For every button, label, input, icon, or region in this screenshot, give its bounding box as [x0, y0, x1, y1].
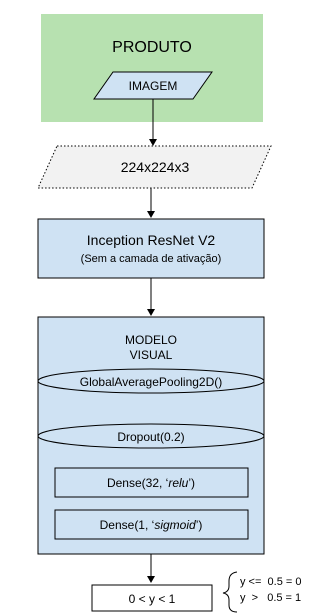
backbone-title: Inception ResNet V2	[87, 232, 216, 248]
backbone-subtitle: (Sem a camada de ativação)	[81, 253, 222, 265]
output-label: 0 < y < 1	[129, 592, 176, 606]
pooling-layer-label: GlobalAveragePooling2D()	[80, 375, 223, 389]
threshold-brace	[222, 571, 238, 613]
dense-1-layer-box	[54, 509, 249, 540]
dropout-layer-ellipse	[37, 423, 265, 449]
output-box	[91, 584, 213, 612]
visual-model-title-line2: VISUAL	[130, 348, 173, 362]
dense-1-layer-label: Dense(1, ‘sigmoid’)	[100, 518, 203, 532]
threshold-rule-low: y <= 0.5 = 0	[240, 576, 301, 588]
product-title: PRODUTO	[112, 39, 192, 56]
threshold-rule-high: y > 0.5 = 1	[240, 592, 301, 604]
input-shape-box	[37, 145, 272, 189]
product-box	[41, 14, 263, 122]
image-input-shape	[93, 71, 213, 100]
image-input-label: IMAGEM	[129, 79, 178, 93]
dense-32-layer-box	[54, 467, 249, 498]
backbone-box	[37, 218, 265, 279]
input-shape-label: 224x224x3	[121, 159, 190, 175]
dropout-layer-label: Dropout(0.2)	[117, 430, 184, 444]
pooling-layer-ellipse	[37, 368, 265, 394]
dense-32-layer-label: Dense(32, ‘relu’)	[107, 476, 195, 490]
visual-model-title-line1: MODELO	[125, 333, 177, 347]
